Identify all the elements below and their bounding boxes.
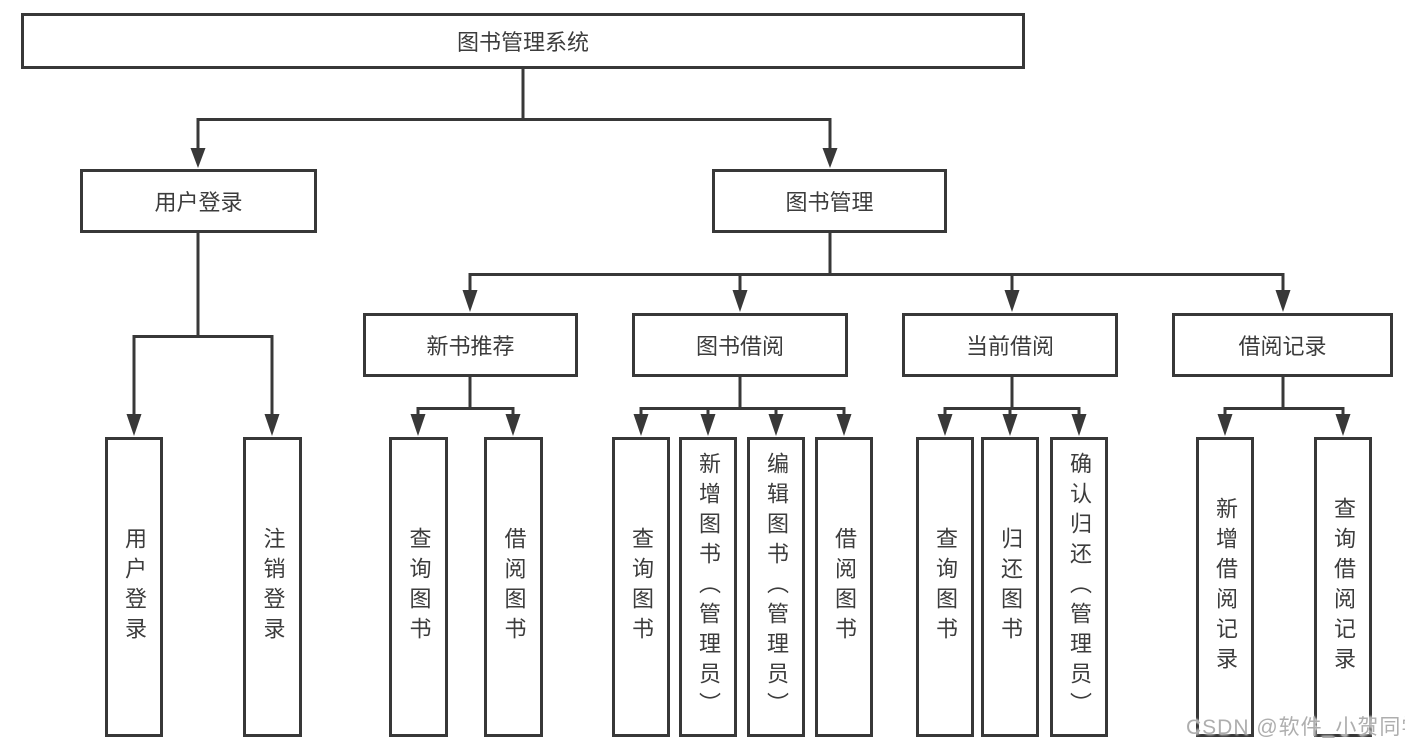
node-book-borrow-label: 图书借阅 [695, 334, 784, 359]
leaf-label: 借阅图书 [832, 527, 857, 647]
leaf-user-login-label: 用户登录 [122, 527, 147, 647]
leaf-label: 查询借阅记录 [1331, 497, 1356, 677]
node-book-borrow: 图书借阅 [632, 313, 848, 377]
leaf-query-books-current: 查询图书 [916, 437, 974, 737]
node-new-book-recommend-label: 新书推荐 [426, 334, 515, 359]
leaf-borrow-books: 借阅图书 [815, 437, 873, 737]
node-root: 图书管理系统 [21, 13, 1025, 69]
node-user-login-label: 用户登录 [154, 190, 243, 215]
leaf-add-borrow-record: 新增借阅记录 [1196, 437, 1254, 737]
node-borrow-records-label: 借阅记录 [1238, 334, 1327, 359]
leaf-label: 查询图书 [629, 527, 654, 647]
leaf-query-borrow-record: 查询借阅记录 [1314, 437, 1372, 737]
node-root-label: 图书管理系统 [456, 30, 589, 55]
leaf-logout: 注销登录 [243, 437, 302, 737]
leaf-label: 编辑图书（管理员） [764, 452, 789, 722]
node-current-borrow-label: 当前借阅 [965, 334, 1054, 359]
leaf-query-books-borrow: 查询图书 [612, 437, 670, 737]
leaf-label: 新增借阅记录 [1213, 497, 1238, 677]
leaf-query-books-recommend: 查询图书 [389, 437, 448, 737]
leaf-label: 查询图书 [406, 527, 432, 647]
node-new-book-recommend: 新书推荐 [363, 313, 578, 377]
node-borrow-records: 借阅记录 [1172, 313, 1393, 377]
leaf-label: 新增图书（管理员） [696, 452, 721, 722]
node-current-borrow: 当前借阅 [902, 313, 1118, 377]
leaf-label: 查询图书 [933, 527, 958, 647]
leaf-label: 归还图书 [998, 527, 1023, 647]
leaf-label: 借阅图书 [501, 527, 527, 647]
node-user-login: 用户登录 [80, 169, 317, 233]
leaf-return-books: 归还图书 [981, 437, 1039, 737]
node-book-management: 图书管理 [712, 169, 947, 233]
leaf-user-login: 用户登录 [105, 437, 163, 737]
node-book-management-label: 图书管理 [785, 190, 874, 215]
leaf-logout-label: 注销登录 [260, 527, 286, 647]
leaf-borrow-books-recommend: 借阅图书 [484, 437, 543, 737]
leaf-confirm-return-admin: 确认归还（管理员） [1050, 437, 1108, 737]
csdn-watermark: CSDN @软件_小贺同学 [1186, 716, 1405, 739]
leaf-label: 确认归还（管理员） [1067, 452, 1092, 722]
leaf-edit-books-admin: 编辑图书（管理员） [747, 437, 805, 737]
leaf-add-books-admin: 新增图书（管理员） [679, 437, 737, 737]
